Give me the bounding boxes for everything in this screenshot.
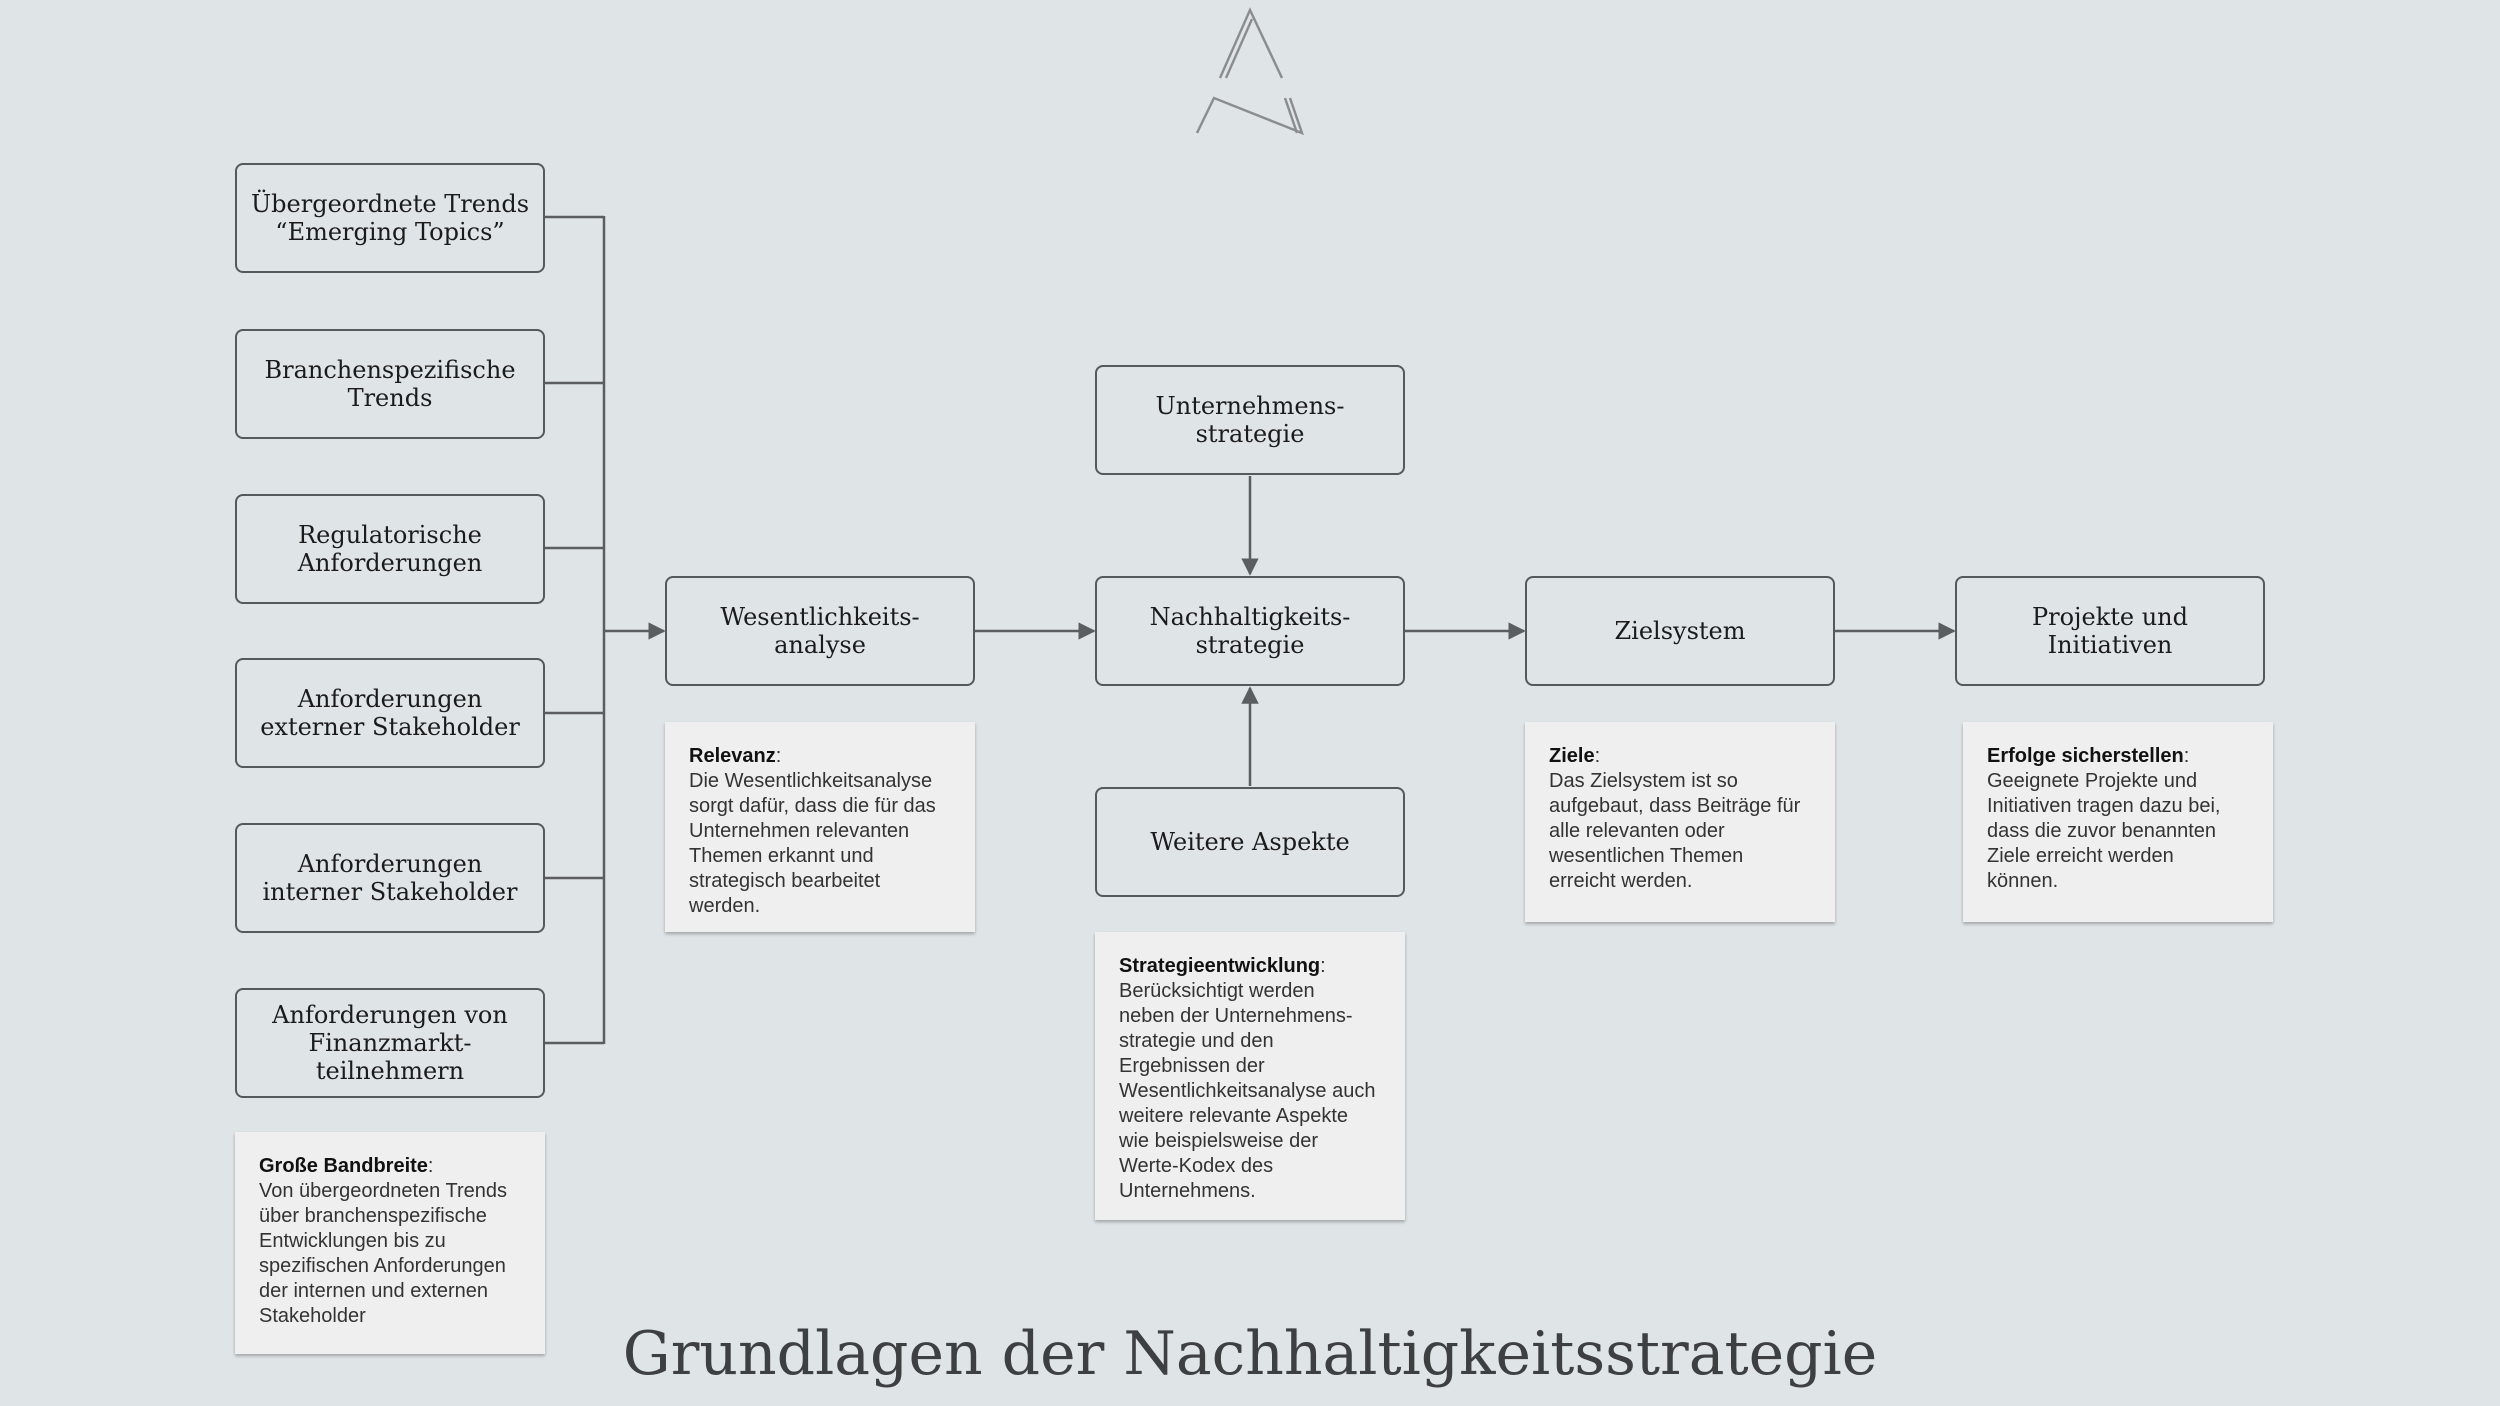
note-body: Die Wesentlichkeitsanalyse sorgt dafür, …	[689, 770, 936, 917]
note-title: Erfolge sicherstellen	[1987, 745, 2184, 767]
input-box-regulatorik: Regulatorische Anforderungen	[235, 494, 545, 604]
note-title: Strategieentwicklung	[1119, 955, 1321, 977]
note-title: Große Bandbreite	[259, 1155, 428, 1177]
note-body: Von übergeordneten Trends über branchens…	[259, 1180, 507, 1327]
note-colon: :	[2183, 745, 2190, 767]
note-colon: :	[1594, 745, 1601, 767]
input-box-interne-stakeholder: Anforderungen interner Stakeholder	[235, 823, 545, 933]
input-box-emerging-topics: Übergeordnete Trends “Emerging Topics”	[235, 163, 545, 273]
note-grosse-bandbreite: Große Bandbreite: Von übergeordneten Tre…	[235, 1132, 545, 1354]
page-title: Grundlagen der Nachhaltigkeitsstrategie	[622, 1319, 1878, 1389]
note-strategieentwicklung: Strategieentwicklung: Berücksichtigt wer…	[1095, 932, 1405, 1220]
box-projekte-initiativen: Projekte und Initiativen	[1955, 576, 2265, 686]
box-unternehmensstrategie: Unternehmens- strategie	[1095, 365, 1405, 475]
input-box-externe-stakeholder: Anforderungen externer Stakeholder	[235, 658, 545, 768]
note-colon: :	[775, 745, 782, 767]
note-ziele: Ziele: Das Zielsystem ist so aufgebaut, …	[1525, 722, 1835, 922]
note-body: Geeignete Projekte und Initiativen trage…	[1987, 770, 2221, 892]
input-box-branchentrends: Branchenspezifische Trends	[235, 329, 545, 439]
note-colon: :	[427, 1155, 434, 1177]
note-body: Das Zielsystem ist so aufgebaut, dass Be…	[1549, 770, 1801, 892]
note-relevanz: Relevanz: Die Wesentlichkeitsanalyse sor…	[665, 722, 975, 932]
note-title: Relevanz	[689, 745, 776, 767]
box-wesentlichkeitsanalyse: Wesentlichkeits- analyse	[665, 576, 975, 686]
box-nachhaltigkeitsstrategie: Nachhaltigkeits- strategie	[1095, 576, 1405, 686]
note-title: Ziele	[1549, 745, 1595, 767]
note-colon: :	[1320, 955, 1326, 977]
box-weitere-aspekte: Weitere Aspekte	[1095, 787, 1405, 897]
logo-icon	[1195, 7, 1304, 136]
note-erfolge-sicherstellen: Erfolge sicherstellen: Geeignete Projekt…	[1963, 722, 2273, 922]
input-box-finanzmarkt: Anforderungen von Finanzmarkt- teilnehme…	[235, 988, 545, 1098]
note-body: Berücksichtigt werden neben der Unterneh…	[1119, 980, 1376, 1202]
box-zielsystem: Zielsystem	[1525, 576, 1835, 686]
